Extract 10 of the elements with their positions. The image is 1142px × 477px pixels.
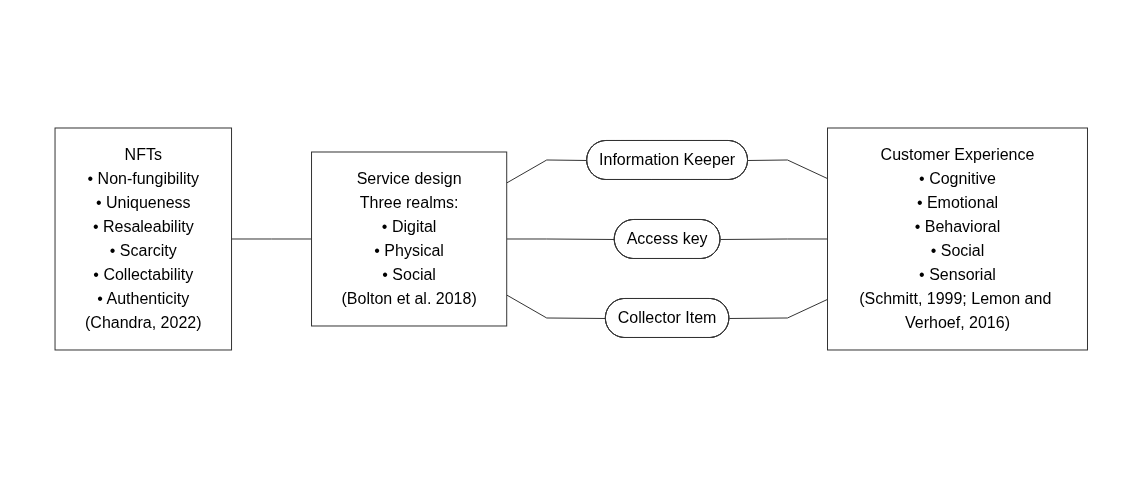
- connector: [728, 298, 828, 319]
- connector: [505, 238, 615, 240]
- connector: [505, 159, 588, 183]
- connector: [719, 238, 828, 240]
- node-box: Service design Three realms: • Digital • Physical • Social (Bolton et al. 2018): [310, 151, 507, 326]
- node-box: NFTs • Non-fungibility • Uniqueness • Resaleability • Scarcity • Collectability • Authenticity (Chandra, 2022): [54, 127, 232, 350]
- connector: [747, 159, 828, 179]
- connector: [230, 238, 312, 239]
- connector: [505, 294, 607, 319]
- node-box: Customer Experience • Cognitive • Emotional • Behavioral • Social • Sensorial (Schmitt, 1999; Lemon and Verhoef, 2016): [826, 127, 1088, 350]
